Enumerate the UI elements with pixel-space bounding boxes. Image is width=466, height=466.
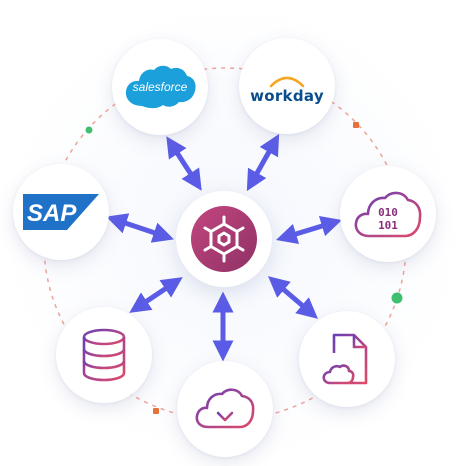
cloud-download-node[interactable] (177, 361, 273, 457)
salesforce-label: salesforce (133, 80, 188, 94)
salesforce-logo-icon: salesforce (125, 65, 196, 109)
arrow-salesforce (166, 136, 202, 191)
orange-dot (353, 122, 359, 128)
cloud-binary-node[interactable]: 010 101 (340, 166, 436, 262)
arrow-sap (106, 213, 174, 243)
hub-gear-icon (191, 206, 257, 272)
binary-line-2: 101 (378, 219, 398, 232)
green-dot (85, 126, 93, 134)
green-dot (391, 292, 403, 304)
arrow-workday (246, 133, 280, 192)
cloud-download-icon (195, 388, 255, 429)
sap-logo-icon: SAP (23, 194, 99, 230)
sap-node[interactable]: SAP (13, 164, 109, 260)
workday-logo-icon: workday (250, 76, 324, 105)
file-cloud-node[interactable] (299, 311, 395, 407)
sap-label: SAP (27, 200, 77, 227)
salesforce-node[interactable]: salesforce (112, 39, 208, 135)
hub-node[interactable] (176, 191, 272, 287)
database-node[interactable] (56, 307, 152, 403)
database-icon (82, 328, 126, 382)
workday-node[interactable]: workday (239, 38, 335, 134)
file-cloud-icon (322, 333, 368, 385)
arrow-file-cloud (268, 276, 318, 319)
orange-dot (153, 408, 159, 414)
arrow-cloud-binary (275, 216, 343, 244)
binary-line-1: 010 (378, 206, 398, 219)
cloud-binary-icon: 010 101 (354, 191, 422, 238)
arrow-database (129, 277, 183, 313)
workday-label: workday (250, 87, 324, 105)
